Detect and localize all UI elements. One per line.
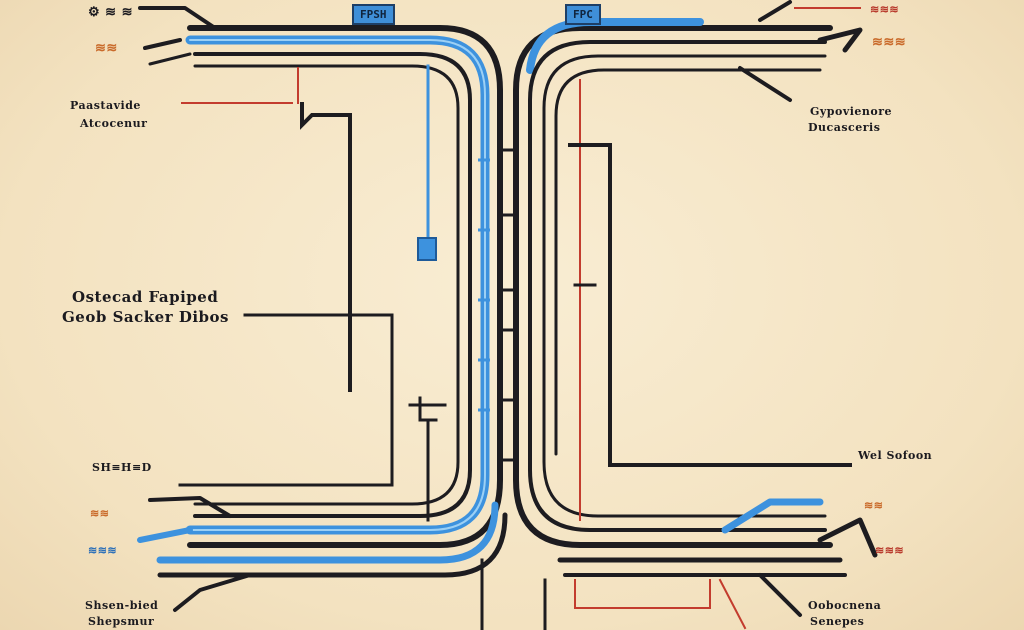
label-top-right-2: ≋≋≋	[872, 35, 907, 50]
label-left-upper-b: Atcocenur	[80, 117, 148, 130]
label-bottom-right-a: Oobocnena	[808, 599, 882, 612]
label-right-low-a: Wel Sofoon	[858, 449, 933, 462]
right-black-loop	[568, 143, 852, 467]
right-pipe-inner-3	[554, 68, 822, 456]
right-top-valve-label: FPC	[565, 4, 601, 25]
left-interior-lines	[178, 64, 484, 630]
label-right-low-c: ≋≋≋	[875, 544, 905, 557]
right-pipe-inner-1	[528, 40, 827, 532]
label-top-left-1: ⚙ ≋ ≋	[88, 5, 133, 20]
label-bottom-left-a: Shsen-bied	[85, 599, 159, 612]
label-bottom-right-b: Senepes	[810, 615, 865, 628]
left-pipe-blue-core	[189, 39, 486, 531]
label-left-upper-a: Paastavide	[70, 99, 141, 112]
left-pipe-outer	[187, 25, 503, 548]
left-pipe-lower-black	[157, 512, 508, 578]
left-top-valve-label: FPSH	[352, 4, 395, 25]
left-pipe-inner-2	[193, 64, 460, 506]
label-left-mid-b: Geob Sacker Dibos	[62, 308, 229, 326]
label-left-low-b: ≋≋	[90, 507, 110, 520]
label-top-right-1: ≋≋≋	[870, 3, 900, 16]
center-ladder	[500, 148, 516, 462]
label-right-upper-b: Ducasceris	[808, 121, 881, 134]
label-bottom-left-b: Shepsmur	[88, 615, 155, 628]
left-pipe-lower-blue	[156, 501, 499, 564]
left-pipe-bundle	[137, 6, 508, 612]
right-pipe-inner-2	[542, 54, 827, 518]
right-pipe-bundle	[513, 0, 878, 617]
right-interior-lines	[543, 7, 861, 630]
left-pipe-inner-1	[193, 52, 472, 518]
label-right-upper-a: Gypovienore	[810, 105, 893, 118]
right-pipe-blue-low	[721, 498, 824, 534]
label-left-low-a: SH≡H≡D	[92, 461, 152, 474]
label-top-left-2: ≋≋	[95, 41, 118, 56]
label-left-low-c: ≋≋≋	[88, 544, 118, 557]
right-pipe-outer	[513, 25, 833, 548]
left-black-drop	[300, 102, 352, 392]
left-black-loop	[178, 313, 394, 487]
label-right-low-b: ≋≋	[864, 499, 884, 512]
label-left-mid-a: Ostecad Fapiped	[72, 288, 219, 306]
center-blue-ticks	[478, 158, 490, 412]
